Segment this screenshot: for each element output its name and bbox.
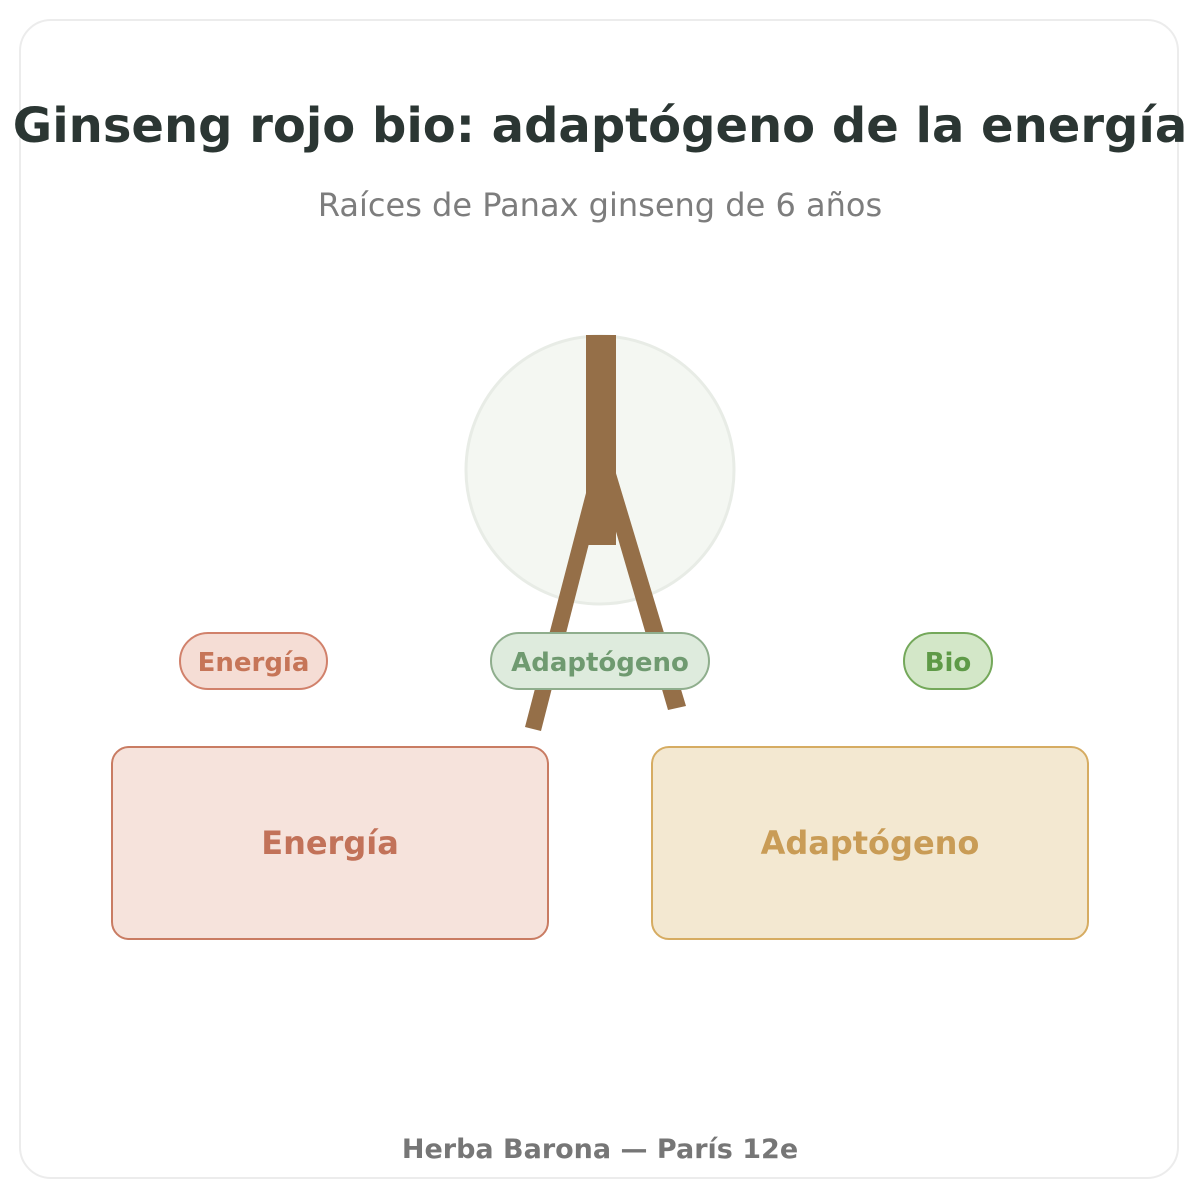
page-subtitle: Raíces de Panax ginseng de 6 años: [317, 186, 883, 224]
energia-card: Energía: [111, 746, 549, 940]
adaptogeno-card: Adaptógeno: [651, 746, 1089, 940]
page-title: Ginseng rojo bio: adaptógeno de la energ…: [12, 98, 1188, 154]
energia-card-label: Energía: [261, 824, 399, 862]
footer-credit: Herba Barona — París 12e: [401, 1134, 799, 1165]
energia-badge: Energía: [179, 632, 328, 690]
adaptogeno-badge: Adaptógeno: [490, 632, 710, 690]
adaptogeno-card-label: Adaptógeno: [760, 824, 980, 862]
bio-badge: Bio: [903, 632, 993, 690]
